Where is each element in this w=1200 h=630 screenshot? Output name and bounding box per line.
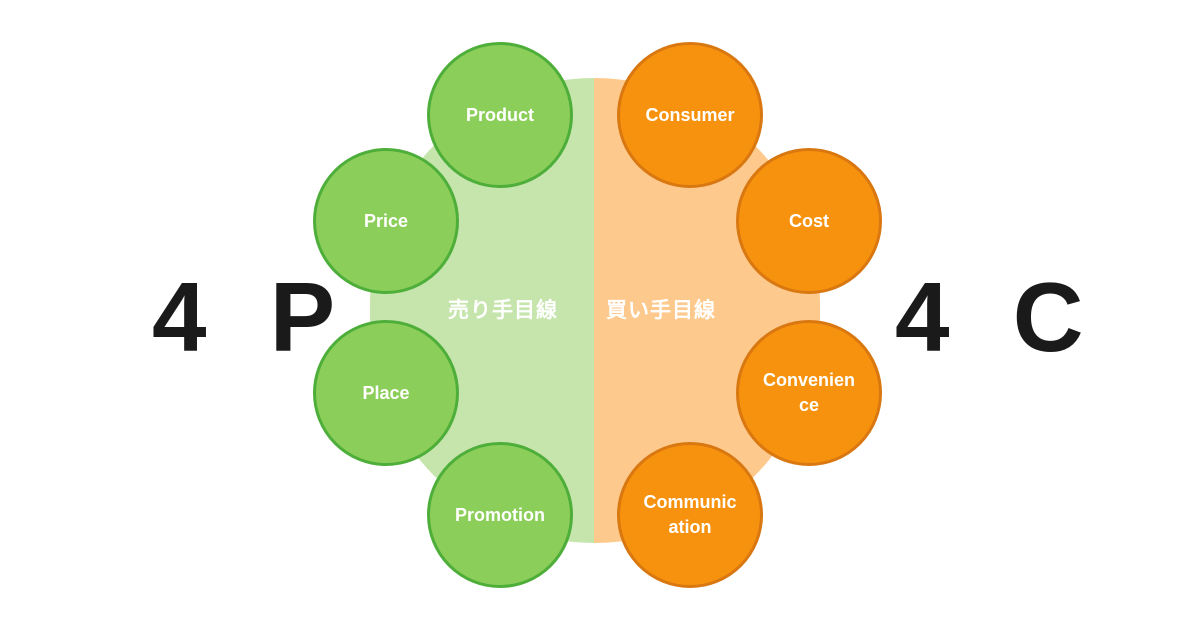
circle-label: Price	[363, 210, 409, 231]
circle-consumer: Consumer	[617, 42, 763, 188]
circle-label: Promotion	[455, 504, 545, 525]
circle-label: Product	[465, 104, 534, 125]
circle-product: Product	[427, 42, 573, 188]
circle-convenience: Convenience	[736, 320, 882, 466]
circle-place: Place	[313, 320, 459, 466]
seller-perspective-label: 売り手目線	[448, 298, 558, 322]
circle-promotion: Promotion	[427, 442, 573, 588]
four-p-title: 4 P	[152, 262, 354, 372]
circle-cost: Cost	[736, 148, 882, 294]
circle-label: Consumer	[645, 104, 735, 125]
circle-communication: Communication	[617, 442, 763, 588]
buyer-perspective-label: 買い手目線	[606, 298, 716, 322]
circle-price: Price	[313, 148, 459, 294]
circle-label: Convenience	[762, 370, 855, 415]
circle-label: Communication	[643, 492, 737, 537]
four-c-title: 4 C	[895, 262, 1102, 372]
circle-label: Cost	[789, 210, 829, 231]
circle-label: Place	[362, 382, 410, 403]
